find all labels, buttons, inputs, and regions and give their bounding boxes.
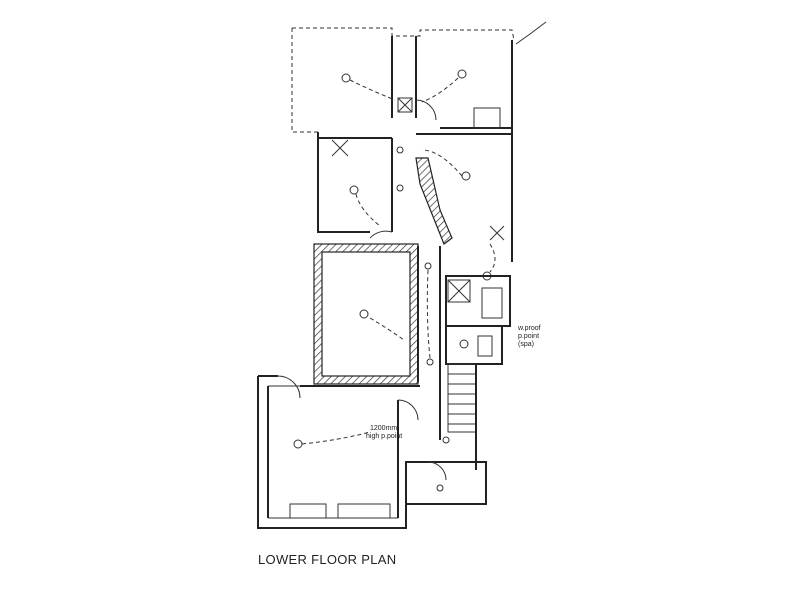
svg-text:high p.point: high p.point — [366, 433, 402, 440]
stair-void-symbol — [397, 97, 413, 113]
svg-text:w.proof: w.proof — [517, 325, 541, 332]
plan-title: LOWER FLOOR PLAN — [258, 552, 397, 567]
svg-text:1200mm: 1200mm — [370, 425, 397, 432]
annotation-spa-point: w.proof p.point (spa) — [517, 325, 541, 348]
room-central-hatched — [313, 243, 419, 385]
hallway — [417, 246, 441, 440]
svg-text:p.point: p.point — [518, 333, 539, 340]
bathroom-block — [445, 275, 511, 365]
room-top-left — [291, 27, 515, 133]
room-lower-large — [257, 375, 420, 529]
room-middle-right — [396, 133, 513, 281]
lower-stair — [447, 363, 477, 470]
room-top-right — [415, 21, 547, 134]
annotation-power-point: 1200mm high p.point — [366, 425, 402, 440]
room-middle-left — [317, 132, 393, 239]
svg-text:(spa): (spa) — [518, 341, 534, 348]
room-entry — [405, 436, 487, 505]
